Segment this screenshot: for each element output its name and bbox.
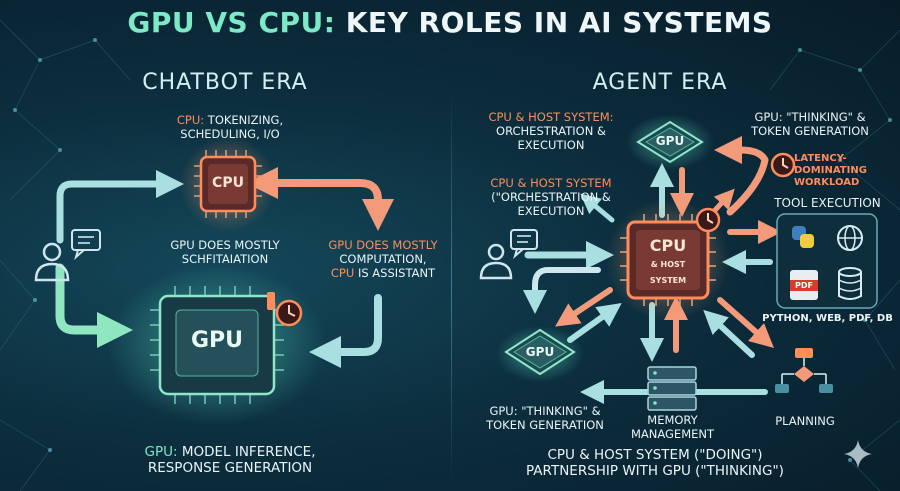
planning-label: Planning xyxy=(775,414,835,428)
agent-bottom-label: CPU & Host System ("Doing") partnership … xyxy=(526,447,784,479)
latency-clock-graphic xyxy=(770,152,796,178)
pdf-icon-label: PDF xyxy=(795,281,813,290)
agent-gpu-left-chip-label: GPU xyxy=(525,345,555,359)
agent-gpu-top-graphic xyxy=(626,114,714,170)
chatbot-arrows xyxy=(55,167,394,368)
chatbot-cpu-chip-graphic xyxy=(180,136,276,232)
chatbot-era-heading: Chatbot Era xyxy=(142,70,308,95)
chatbot-gpu-chip-label: GPU xyxy=(190,328,244,353)
sparkle-graphic xyxy=(844,440,872,468)
agent-cpu-chip-label: CPU & Host System xyxy=(649,236,687,286)
era-divider xyxy=(451,88,452,483)
latency-label: Latency- dominating workload xyxy=(794,153,867,188)
chatbot-clock-graphic xyxy=(267,292,303,327)
agent-orchestration-label-1: CPU & Host System: Orchestration & Execu… xyxy=(488,110,614,152)
chatbot-bottom-label: GPU: Model inference, response generatio… xyxy=(144,444,316,476)
chatbot-gpu-note: GPU does mostlyschfitaiation xyxy=(170,238,280,266)
agent-user-graphic xyxy=(479,229,538,280)
agent-gpu-left-graphic xyxy=(496,326,584,382)
agent-gpu-left-note: GPU: "Thinking" & Token generation xyxy=(486,404,604,432)
page-title: GPU vs CPU: Key Roles in AI Systems xyxy=(127,6,773,39)
tool-box-graphic xyxy=(776,213,878,309)
chatbot-cpu-chip-label: CPU xyxy=(212,175,244,191)
memory-server-graphic xyxy=(647,366,697,411)
planning-flowchart-graphic xyxy=(775,348,833,393)
agent-gpu-top-note: GPU: "Thinking" & Token generation xyxy=(751,110,869,138)
agent-orchestration-label-2: CPU & Host System ("Orchestration & Exec… xyxy=(490,176,612,218)
tools-caption: Python, Web, PDF, DB xyxy=(762,313,893,324)
tool-execution-title: Tool Execution xyxy=(774,196,881,210)
agent-cpu-chip-graphic xyxy=(606,198,730,322)
memory-management-label: Memory Management xyxy=(630,413,715,441)
chatbot-user-graphic xyxy=(34,229,101,282)
chatbot-right-note: GPU does mostly computation, CPU is assi… xyxy=(328,238,438,280)
agent-era-heading: Agent Era xyxy=(592,70,728,95)
chatbot-cpu-role-label: CPU: Tokenizing, Scheduling, I/O xyxy=(176,113,284,141)
agent-gpu-top-chip-label: GPU xyxy=(655,134,685,148)
